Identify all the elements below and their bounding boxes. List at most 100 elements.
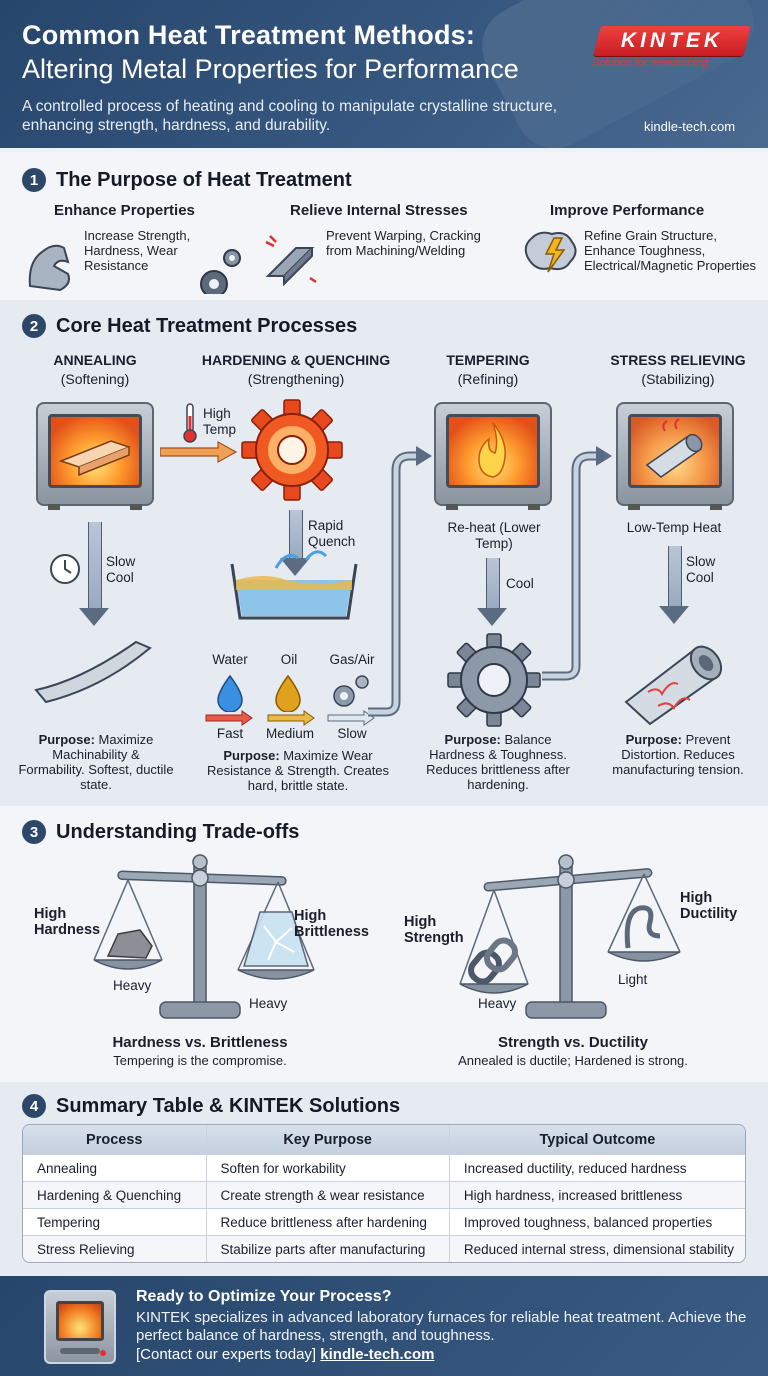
tradeoff-note-right: Annealed is ductile; Hardened is strong. <box>458 1053 688 1068</box>
table-cell: Reduce brittleness after hardening <box>205 1209 449 1235</box>
annealing-purpose: Purpose: Maximize Machinability & Formab… <box>18 732 174 792</box>
section-number: 2 <box>22 314 46 338</box>
purpose-title: Relieve Internal Stresses <box>290 202 468 219</box>
table-row: Annealing Soften for workability Increas… <box>23 1154 745 1181</box>
table-cell: Reduced internal stress, dimensional sta… <box>448 1236 745 1262</box>
table-cell: Hardening & Quenching <box>37 1187 182 1203</box>
header-banner: Common Heat Treatment Methods: Altering … <box>0 0 768 148</box>
furnace-icon <box>44 1290 116 1364</box>
tempered-gear-icon <box>447 633 541 727</box>
speed-arrows <box>205 710 375 726</box>
high-brittleness-label: High Brittleness <box>294 908 369 940</box>
low-temp-label: Low-Temp Heat <box>626 520 722 535</box>
right-weight-label: Heavy <box>249 996 288 1011</box>
table-header-row: Process Key Purpose Typical Outcome <box>23 1125 745 1154</box>
annealing-subtitle: (Softening) <box>60 371 130 387</box>
purpose-relieve: Relieve Internal Stresses <box>290 202 468 223</box>
right-scale-left-weight: Heavy <box>478 996 517 1011</box>
tempering-purpose: Purpose: Balance Hardness & Toughness. R… <box>426 732 570 792</box>
tempering-subtitle: (Refining) <box>457 371 519 387</box>
hot-pipe-icon <box>645 418 703 478</box>
furnace-window <box>628 414 722 488</box>
slow-label: Slow <box>337 726 367 741</box>
rock-icon <box>106 929 153 959</box>
page-subtitle: A controlled process of heating and cool… <box>22 98 558 134</box>
slow-cool-arrow <box>79 522 109 626</box>
table-cell: Improved toughness, balanced properties <box>448 1209 745 1235</box>
stress-purpose: Purpose: Prevent Distortion. Reduces man… <box>612 732 744 777</box>
section-title: Understanding Trade-offs <box>56 820 300 843</box>
connector-arrow-2 <box>542 446 612 681</box>
reheat-label: Re-heat (Lower Temp) <box>447 520 541 551</box>
table-cell: Create strength & wear resistance <box>205 1182 449 1208</box>
stress-subtitle: (Stabilizing) <box>641 371 715 387</box>
temper-cool-label: Cool <box>506 576 534 591</box>
purpose-enhance: Enhance Properties <box>54 202 195 223</box>
column-header: Key Purpose <box>205 1125 449 1154</box>
site-link[interactable]: kindle-tech.com <box>644 119 736 134</box>
table-cell: Stress Relieving <box>37 1241 135 1257</box>
annealing-cool-label: Slow Cool <box>106 554 136 585</box>
summary-table: Process Key Purpose Typical Outcome Anne… <box>22 1124 746 1263</box>
table-cell: Soften for workability <box>205 1155 449 1181</box>
muscle-gear-icon <box>28 244 241 294</box>
gas-air-label: Gas/Air <box>329 652 375 667</box>
hardness-brittleness-scale <box>93 854 315 1019</box>
quench-tank-icon <box>230 550 358 620</box>
purpose-text: Refine Grain Structure, Enhance Toughnes… <box>584 228 756 273</box>
clock-icon <box>50 554 80 584</box>
table-row: Tempering Reduce brittleness after harde… <box>23 1208 745 1235</box>
relieved-pipe-icon <box>624 645 723 726</box>
tempering-title: TEMPERING <box>446 352 530 368</box>
thermometer-icon <box>183 403 197 443</box>
table-cell: Annealing <box>37 1160 98 1176</box>
section-1-heading: 1 The Purpose of Heat Treatment <box>22 168 352 192</box>
footer-title: Ready to Optimize Your Process? <box>136 1288 392 1305</box>
hardening-subtitle: (Strengthening) <box>247 371 345 387</box>
contact-cta[interactable]: [Contact our experts today] kindle-tech.… <box>136 1346 435 1363</box>
connector-arrow-1 <box>368 446 432 717</box>
purpose-text: Prevent Warping, Cracking from Machining… <box>326 228 481 258</box>
section-title: Summary Table & KINTEK Solutions <box>56 1094 401 1117</box>
section-processes: 2 Core Heat Treatment Processes ANNEALIN… <box>0 300 768 806</box>
flame-icon <box>478 422 506 478</box>
quench-media-icons <box>217 674 369 712</box>
brain-bolt-icon <box>524 231 577 273</box>
hardening-title: HARDENING & QUENCHING <box>201 352 391 368</box>
high-ductility-label: High Ductility <box>680 890 738 922</box>
hardening-purpose: Purpose: Maximize Wear Resistance & Stre… <box>206 748 390 793</box>
section-title: Core Heat Treatment Processes <box>56 314 358 337</box>
footer-cta-banner: Ready to Optimize Your Process? KINTEK s… <box>0 1276 768 1376</box>
section-title: The Purpose of Heat Treatment <box>56 168 352 191</box>
high-strength-label: High Strength <box>404 914 464 946</box>
high-temp-label: High Temp <box>203 406 237 437</box>
tempering-furnace <box>434 402 552 510</box>
purpose-title: Enhance Properties <box>54 202 195 219</box>
stress-cool-label: Slow Cool <box>686 554 716 585</box>
kintek-logo[interactable]: KINTEK <box>593 26 751 56</box>
stress-cool-arrow <box>659 546 689 624</box>
footer-text: KINTEK specializes in advanced laborator… <box>136 1309 747 1344</box>
furnace-window <box>48 414 142 488</box>
chain-link-icon <box>468 937 518 985</box>
temper-cool-arrow <box>477 558 507 626</box>
furnace-window <box>56 1301 104 1341</box>
section-number: 1 <box>22 168 46 192</box>
strength-ductility-scale <box>459 854 681 1019</box>
logo-text: KINTEK <box>620 29 724 52</box>
heated-bar-icon <box>58 440 132 477</box>
hot-gear-icon <box>241 399 343 501</box>
tradeoff-caption-right: Strength vs. Ductility <box>497 1034 649 1051</box>
quench-arrow <box>280 510 310 576</box>
left-weight-label: Heavy <box>113 978 152 993</box>
section-number: 3 <box>22 820 46 844</box>
table-cell: Stabilize parts after manufacturing <box>205 1236 449 1262</box>
column-header: Typical Outcome <box>448 1125 745 1154</box>
water-label: Water <box>212 652 248 667</box>
section-3-heading: 3 Understanding Trade-offs <box>22 820 299 844</box>
annealing-furnace <box>36 402 154 510</box>
gas-gear-icon <box>333 685 355 707</box>
table-cell: High hardness, increased brittleness <box>448 1182 745 1208</box>
contact-link[interactable]: kindle-tech.com <box>320 1346 435 1363</box>
right-scale-right-weight: Light <box>618 972 648 987</box>
